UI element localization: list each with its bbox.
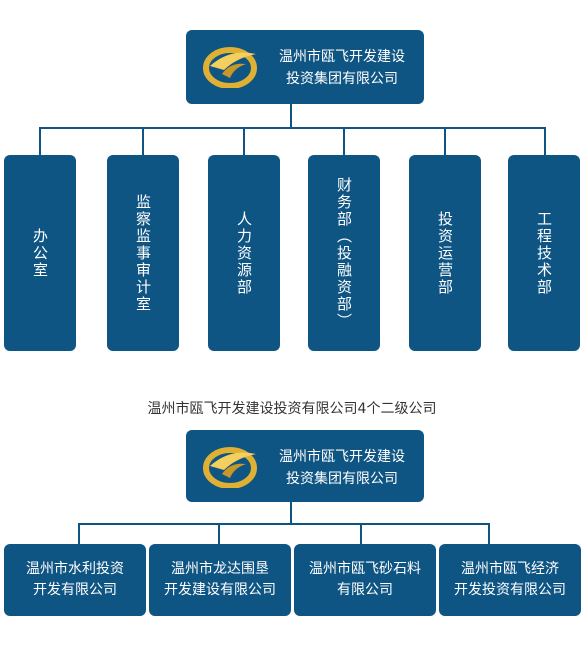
root-name-line2: 投资集团有限公司 <box>286 71 398 87</box>
subsidiary-name-line2: 有限公司 <box>337 582 393 598</box>
root-name-line1: 温州市瓯飞开发建设 <box>279 449 405 465</box>
department-box: 工程技术部 <box>508 155 580 351</box>
subsidiary-name-line1: 温州市瓯飞经济 <box>461 561 559 577</box>
root-company-name: 温州市瓯飞开发建设 投资集团有限公司 <box>266 46 418 90</box>
department-box: 监察监事审计室 <box>107 155 179 351</box>
connector-line <box>290 502 292 524</box>
connector-line <box>444 127 446 157</box>
connector-line <box>544 127 546 157</box>
department-label: 人力资源部 <box>235 210 253 296</box>
department-box: 人力资源部 <box>208 155 280 351</box>
connector-line <box>39 127 545 129</box>
subsidiary-name-line1: 温州市水利投资 <box>26 561 124 577</box>
subsidiary-name-line2: 开发有限公司 <box>33 582 117 598</box>
root-name-line1: 温州市瓯飞开发建设 <box>279 49 405 65</box>
connector-line <box>243 127 245 157</box>
root-company-name: 温州市瓯飞开发建设 投资集团有限公司 <box>266 446 418 490</box>
subsidiary-name-line2: 开发建设有限公司 <box>164 582 276 598</box>
root-company-box: 温州市瓯飞开发建设 投资集团有限公司 <box>186 30 424 104</box>
connector-line <box>290 104 292 128</box>
connector-line <box>488 523 490 545</box>
department-label: 办公室 <box>31 227 49 279</box>
department-box: 办公室 <box>4 155 76 351</box>
company-logo-icon <box>203 447 257 488</box>
root-company-box: 温州市瓯飞开发建设 投资集团有限公司 <box>186 430 424 502</box>
department-box: 投资运营部 <box>409 155 481 351</box>
root-name-line2: 投资集团有限公司 <box>286 471 398 487</box>
subsidiary-box: 温州市瓯飞砂石料 有限公司 <box>294 544 436 616</box>
subsidiary-name-line1: 温州市龙达围垦 <box>171 561 269 577</box>
connector-line <box>78 523 80 545</box>
section-caption: 温州市瓯飞开发建设投资有限公司4个二级公司 <box>147 401 437 417</box>
subsidiary-box: 温州市水利投资 开发有限公司 <box>4 544 146 616</box>
subsidiary-name-line1: 温州市瓯飞砂石料 <box>309 561 421 577</box>
department-label: 财务部（投融资部） <box>335 176 353 330</box>
subsidiary-name-line2: 开发投资有限公司 <box>454 582 566 598</box>
connector-line <box>39 127 41 157</box>
connector-line <box>360 523 362 545</box>
connector-line <box>343 127 345 157</box>
department-box: 财务部（投融资部） <box>308 155 380 351</box>
department-label: 投资运营部 <box>436 210 454 296</box>
connector-line <box>142 127 144 157</box>
connector-line <box>78 523 490 525</box>
subsidiary-box: 温州市瓯飞经济 开发投资有限公司 <box>439 544 581 616</box>
company-logo-icon <box>203 47 257 88</box>
connector-line <box>218 523 220 545</box>
subsidiary-box: 温州市龙达围垦 开发建设有限公司 <box>149 544 291 616</box>
department-label: 监察监事审计室 <box>134 193 152 313</box>
department-label: 工程技术部 <box>535 210 553 296</box>
